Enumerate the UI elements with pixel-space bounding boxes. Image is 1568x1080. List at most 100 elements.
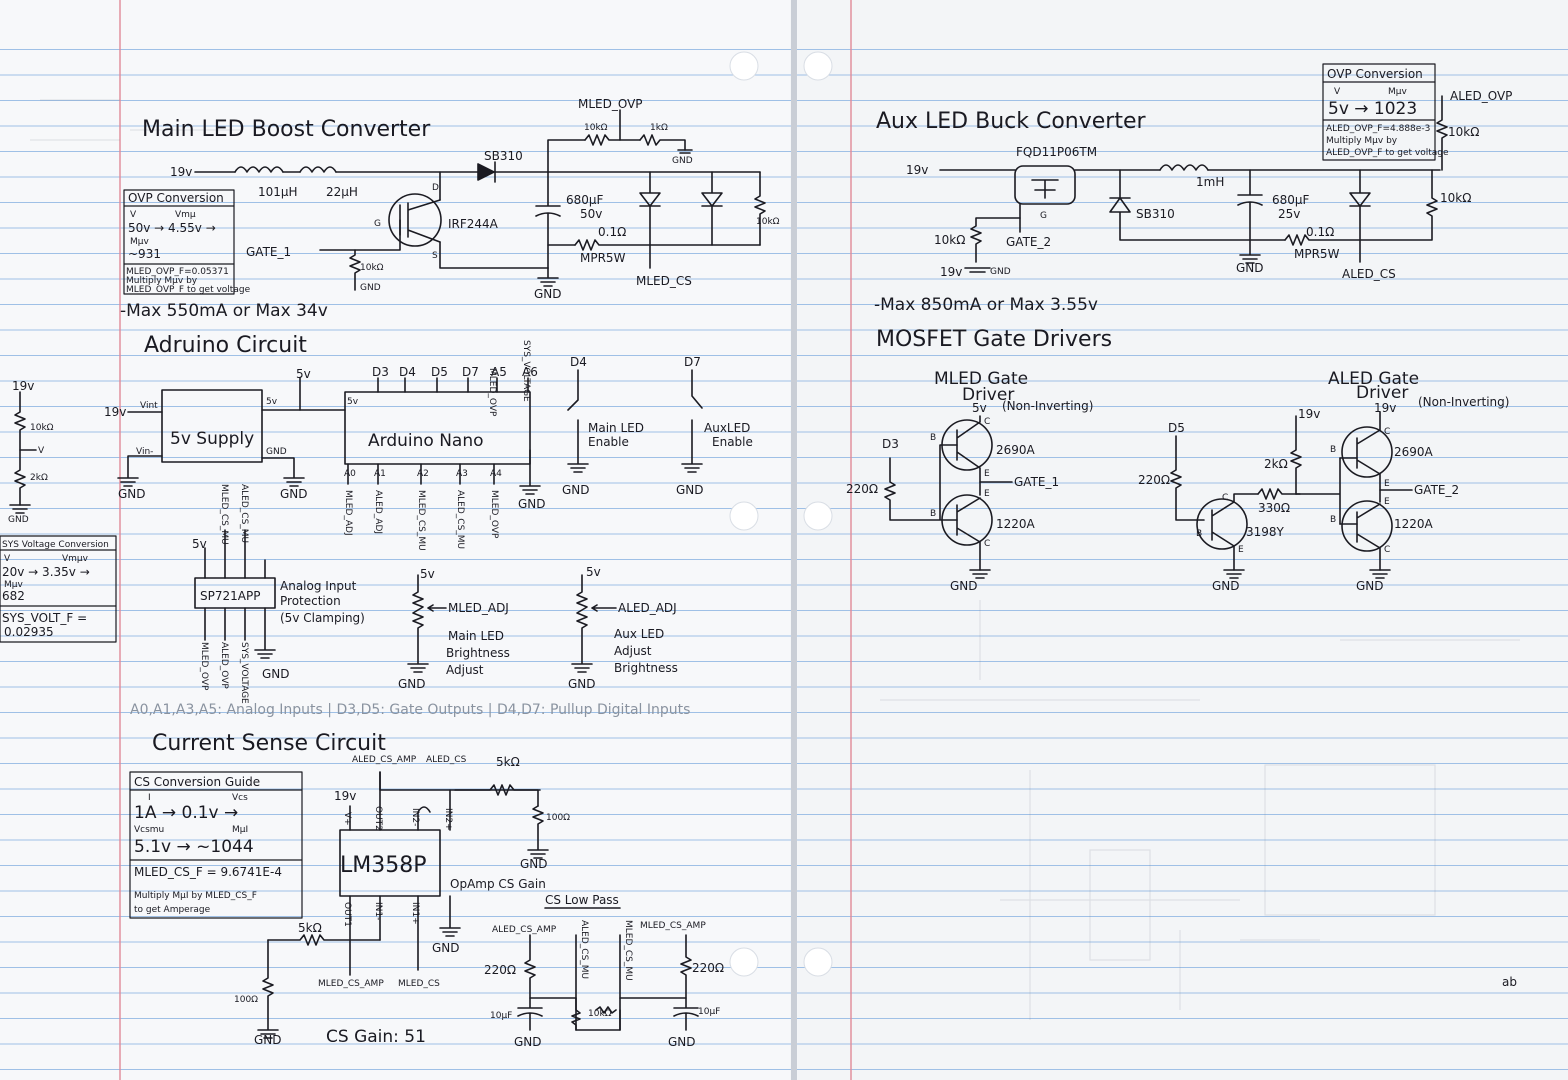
mled-q2-e: E <box>984 489 990 499</box>
gate-driver-section: MOSFET Gate Drivers MLED Gate Driver (No… <box>846 327 1509 593</box>
pot1-5v: 5v <box>420 567 435 581</box>
sys-divider-net: V <box>38 446 45 456</box>
cs-box-mult2: to get Amperage <box>134 905 211 915</box>
protection-in-top-2: ALED_CS_MU <box>239 484 249 543</box>
aled-driver-gnd-1: GND <box>1212 579 1240 593</box>
buck-ovp-net: ALED_OVP <box>1450 89 1512 103</box>
boost-gate-resistor: 10kΩ <box>360 263 384 273</box>
mled-q2-c: C <box>984 539 990 549</box>
main-enable-gnd: GND <box>562 483 590 497</box>
sys-box-line2: 682 <box>2 589 25 603</box>
boost-diode-label: SB310 <box>484 149 523 163</box>
opamp-in-net-2: MLED_CS <box>398 979 440 989</box>
sys-voltage-box: SYS Voltage Conversion V Vmµv 20v → 3.35… <box>0 535 117 643</box>
nano-bottom-net-label: MLED_OVP <box>489 490 499 539</box>
sys-box-vmu: Vmµv <box>62 554 89 564</box>
punch-hole <box>729 947 759 977</box>
aled-q1-c: C <box>1384 427 1390 437</box>
pot1-label-3: Adjust <box>446 663 484 677</box>
boost-ovp-box-vmu: Vmµ <box>175 210 196 220</box>
opamp-gnd-r: 100Ω <box>546 813 570 823</box>
buck-ovp-box: OVP Conversion V Mµv 5v → 1023 ALED_OVP_… <box>1322 63 1449 161</box>
punch-hole <box>803 947 833 977</box>
aled-driver-q0: 3198Y <box>1246 525 1285 539</box>
nano-top-net-1: MLED_OVP <box>487 368 497 417</box>
aled-q0-c: C <box>1222 493 1228 503</box>
buck-gate-net: GATE_2 <box>1006 235 1051 249</box>
aux-enable-label: AuxLED <box>704 421 750 435</box>
nano-bottom-pin-label: A1 <box>374 469 386 479</box>
opamp-pin-top-3: IN2- <box>410 808 420 826</box>
buck-ovp-box-mult2: ALED_OVP_F to get voltage <box>1326 148 1449 158</box>
mled-driver-q2: 1220A <box>996 517 1036 531</box>
nano-bottom-pin-label: A0 <box>344 469 356 479</box>
mled-q1-b: B <box>930 433 936 443</box>
buck-cap-voltage: 25v <box>1278 207 1300 221</box>
lp-rmid: 10kΩ <box>588 1009 612 1019</box>
nano-bottom-net-label: MLED_CS_MU <box>416 490 426 551</box>
aled-driver-rs: 330Ω <box>1258 501 1290 515</box>
nano-top-pin-label: A6 <box>522 365 538 379</box>
sys-divider-r-top: 10kΩ <box>30 423 54 433</box>
arduino-title: Adruino Circuit <box>144 333 307 358</box>
pot2-gnd: GND <box>568 677 596 691</box>
buck-ovp-box-title: OVP Conversion <box>1327 67 1423 81</box>
cs-box-mmu: MµI <box>232 825 248 835</box>
mled-driver-title-1: MLED Gate <box>934 369 1028 389</box>
nano-top-pin-label: D4 <box>399 365 416 379</box>
buck-ovp-box-mult: Multiply Mµv by <box>1326 136 1398 146</box>
mled-driver-rb: 220Ω <box>846 482 878 496</box>
pot1-label-2: Brightness <box>446 646 510 660</box>
nano-bottom-pin-label: A4 <box>490 469 502 479</box>
opamp-19v: 19v <box>334 789 356 803</box>
corner-mark: ab <box>1502 975 1517 989</box>
buck-div-r1: 10kΩ <box>1448 125 1479 139</box>
protection-chip-label: SP721APP <box>200 589 260 603</box>
aled-driver-out: GATE_2 <box>1414 483 1459 497</box>
cs-box-title: CS Conversion Guide <box>134 775 260 789</box>
protection-in-bot-2: ALED_OVP <box>219 642 229 689</box>
boost-ovp-box: OVP Conversion V Vmµ 50v → 4.55v → Mµv ~… <box>123 189 251 295</box>
buck-sense-part: MPR5W <box>1294 247 1340 261</box>
main-enable-label-2: Enable <box>588 435 629 449</box>
boost-ovp-box-line1: 50v → 4.55v → <box>128 221 216 235</box>
boost-cap-voltage: 50v <box>580 207 602 221</box>
boost-inductor-2: 22µH <box>326 185 358 199</box>
nano-bottom-net-label: ALED_CS_MU <box>455 490 465 549</box>
boost-ovp-box-v: V <box>130 210 137 220</box>
boost-div-r2: 1kΩ <box>650 123 668 133</box>
buck-max-note: -Max 850mA or Max 3.55v <box>874 295 1098 315</box>
mled-q2-b: B <box>930 509 936 519</box>
buck-gate-19v: 19v <box>940 265 962 279</box>
supply-wiring <box>117 377 346 487</box>
cs-box-mult: Multiply MµI by MLED_CS_F <box>134 891 257 901</box>
sys-box-title: SYS Voltage Conversion <box>2 540 109 550</box>
supply-5v-out: 5v <box>266 397 278 407</box>
pot1-gnd: GND <box>398 677 426 691</box>
pot1-net: MLED_ADJ <box>448 601 509 615</box>
protection-gnd: GND <box>262 667 290 681</box>
opamp-pin-top-1: V+ <box>342 812 352 826</box>
punch-hole <box>729 51 759 81</box>
boost-pin-g: G <box>374 219 381 229</box>
cs-box-vcs: Vcs <box>232 793 248 803</box>
aled-driver-q2: 1220A <box>1394 517 1434 531</box>
aled-driver-in: D5 <box>1168 421 1185 435</box>
boost-sense-part: MPR5W <box>580 251 626 265</box>
buck-gate-r: 10kΩ <box>934 233 965 247</box>
buck-ovp-box-line1: 5v → 1023 <box>1328 99 1417 119</box>
mled-driver-in: D3 <box>882 437 899 451</box>
aled-driver-19v-1: 19v <box>1298 407 1320 421</box>
opamp-gnd-2: GND <box>432 941 460 955</box>
cs-box-i: I <box>148 793 151 803</box>
boost-inductor-1: 101µH <box>258 185 298 199</box>
arduino-section: Adruino Circuit 19v 10kΩ V 2kΩ GND 19v V… <box>0 333 753 718</box>
protection-in-top-1: MLED_CS_MU <box>219 484 229 545</box>
opamp-pin-bot-1: OUT1 <box>342 902 352 927</box>
lp-r1: 220Ω <box>484 963 516 977</box>
aled-driver-rb: 220Ω <box>1138 473 1170 487</box>
buck-div-r2: 10kΩ <box>1440 191 1471 205</box>
aled-driver-gnd-2: GND <box>1356 579 1384 593</box>
